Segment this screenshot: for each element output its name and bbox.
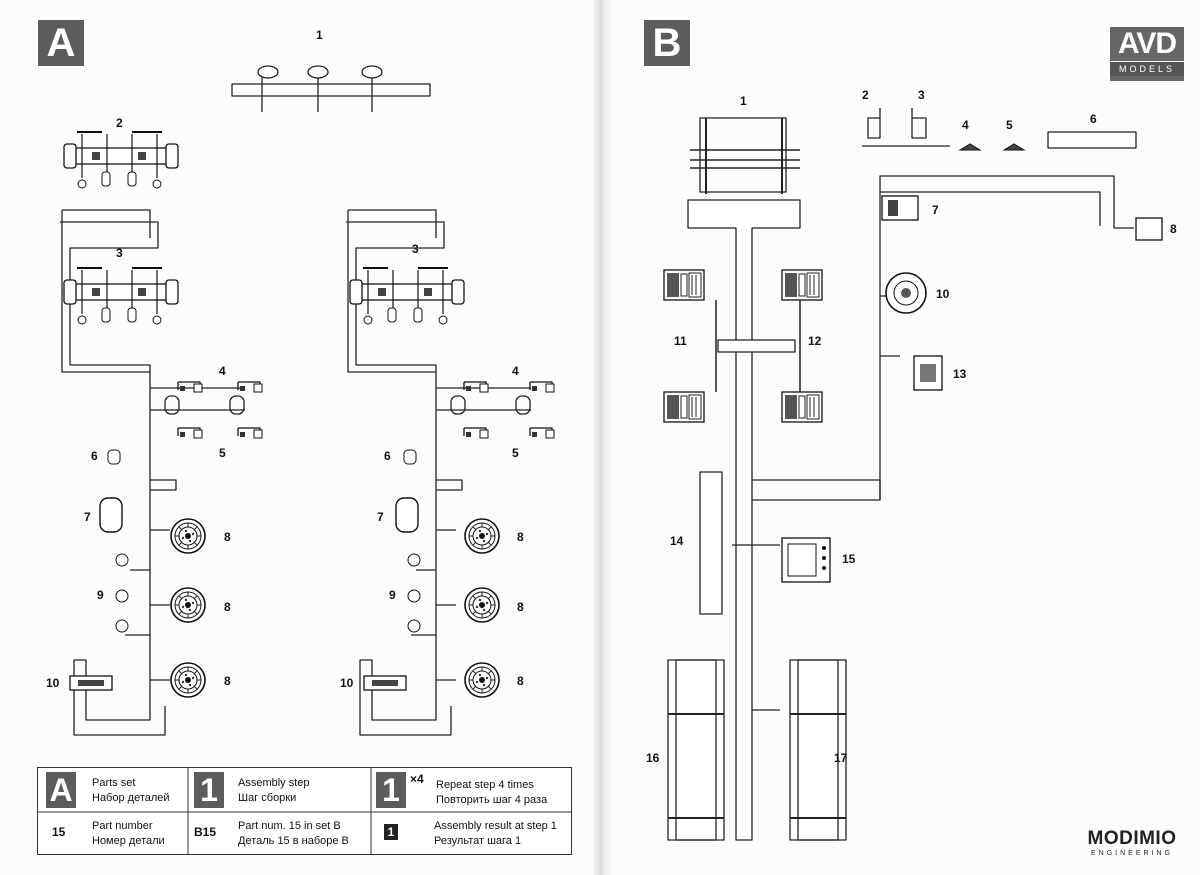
legend-repeat-badge: 1	[376, 772, 406, 808]
legend-part-number-ru: Номер детали	[92, 835, 165, 847]
legend-repeat-en: Repeat step 4 times	[436, 779, 534, 791]
left-page	[0, 0, 600, 875]
set-badge-a: A	[38, 20, 84, 66]
part-label: 13	[953, 367, 967, 381]
part-label: 6	[1090, 112, 1097, 126]
legend-part-number-value: 15	[52, 825, 66, 839]
part-label: 6	[91, 449, 98, 463]
part-label: 10	[340, 676, 354, 690]
modimio-logo: MODIMIO ENGINEERING	[1076, 828, 1188, 857]
part-label: 5	[1006, 118, 1013, 132]
part-label: 16	[646, 751, 660, 765]
legend-result-en: Assembly result at step 1	[434, 820, 557, 832]
part-label: 4	[219, 364, 226, 378]
part-label: 12	[808, 334, 822, 348]
part-label: 8	[1170, 222, 1177, 236]
page-gutter	[594, 0, 610, 875]
part-label: 7	[377, 510, 384, 524]
part-label: 6	[384, 449, 391, 463]
legend-result-ru: Результат шага 1	[434, 835, 522, 847]
legend-repeat-multiplier: ×4	[410, 772, 424, 786]
legend-part-number-en: Part number	[92, 820, 153, 832]
part-label: 8	[517, 530, 524, 544]
part-label: 3	[116, 246, 123, 260]
part-label: 1	[740, 94, 747, 108]
legend-step-en: Assembly step	[238, 777, 310, 789]
part-label: 1	[316, 28, 323, 42]
part-label: 7	[84, 510, 91, 524]
legend-step-badge: 1	[194, 772, 224, 808]
legend-grid	[38, 768, 571, 854]
avd-logo-text: AVD	[1117, 27, 1177, 60]
legend-set-part-value: B15	[194, 825, 217, 839]
part-label: 10	[936, 287, 950, 301]
legend-parts-set-en: Parts set	[92, 777, 136, 789]
legend-parts-set-ru: Набор деталей	[92, 792, 170, 804]
modimio-logo-subtext: ENGINEERING	[1090, 850, 1173, 857]
modimio-logo-text: MODIMIO	[1087, 828, 1177, 849]
legend-step-ru: Шаг сборки	[238, 792, 297, 804]
part-label: 2	[116, 116, 123, 130]
part-label: 4	[512, 364, 519, 378]
part-label: 17	[834, 751, 848, 765]
part-label: 2	[862, 88, 869, 102]
part-label: 9	[97, 588, 104, 602]
part-label: 8	[224, 600, 231, 614]
part-label: 14	[670, 534, 684, 548]
legend-set-part-ru: Деталь 15 в наборе В	[238, 835, 349, 847]
avd-models-logo: AVD MODELS	[1110, 27, 1184, 81]
avd-logo-subtext: MODELS	[1110, 61, 1184, 76]
part-label: 8	[517, 600, 524, 614]
part-label: 4	[962, 118, 969, 132]
part-label: 8	[517, 674, 524, 688]
part-label: 10	[46, 676, 60, 690]
legend-set-part-en: Part num. 15 in set B	[238, 820, 341, 832]
part-label: 5	[512, 446, 519, 460]
part-label: 15	[842, 552, 856, 566]
part-label: 5	[219, 446, 226, 460]
legend-set-badge: A	[46, 772, 76, 808]
part-label: 8	[224, 530, 231, 544]
legend-box: A Parts set Набор деталей 1 Assembly ste…	[37, 767, 572, 855]
legend-result-badge: 1	[384, 824, 398, 840]
part-label: 9	[389, 588, 396, 602]
part-label: 7	[932, 203, 939, 217]
part-label: 8	[224, 674, 231, 688]
set-badge-b: B	[644, 20, 690, 66]
legend-repeat-ru: Повторить шаг 4 раза	[436, 794, 548, 806]
part-label: 3	[918, 88, 925, 102]
part-label: 11	[674, 334, 687, 348]
part-label: 3	[412, 242, 419, 256]
